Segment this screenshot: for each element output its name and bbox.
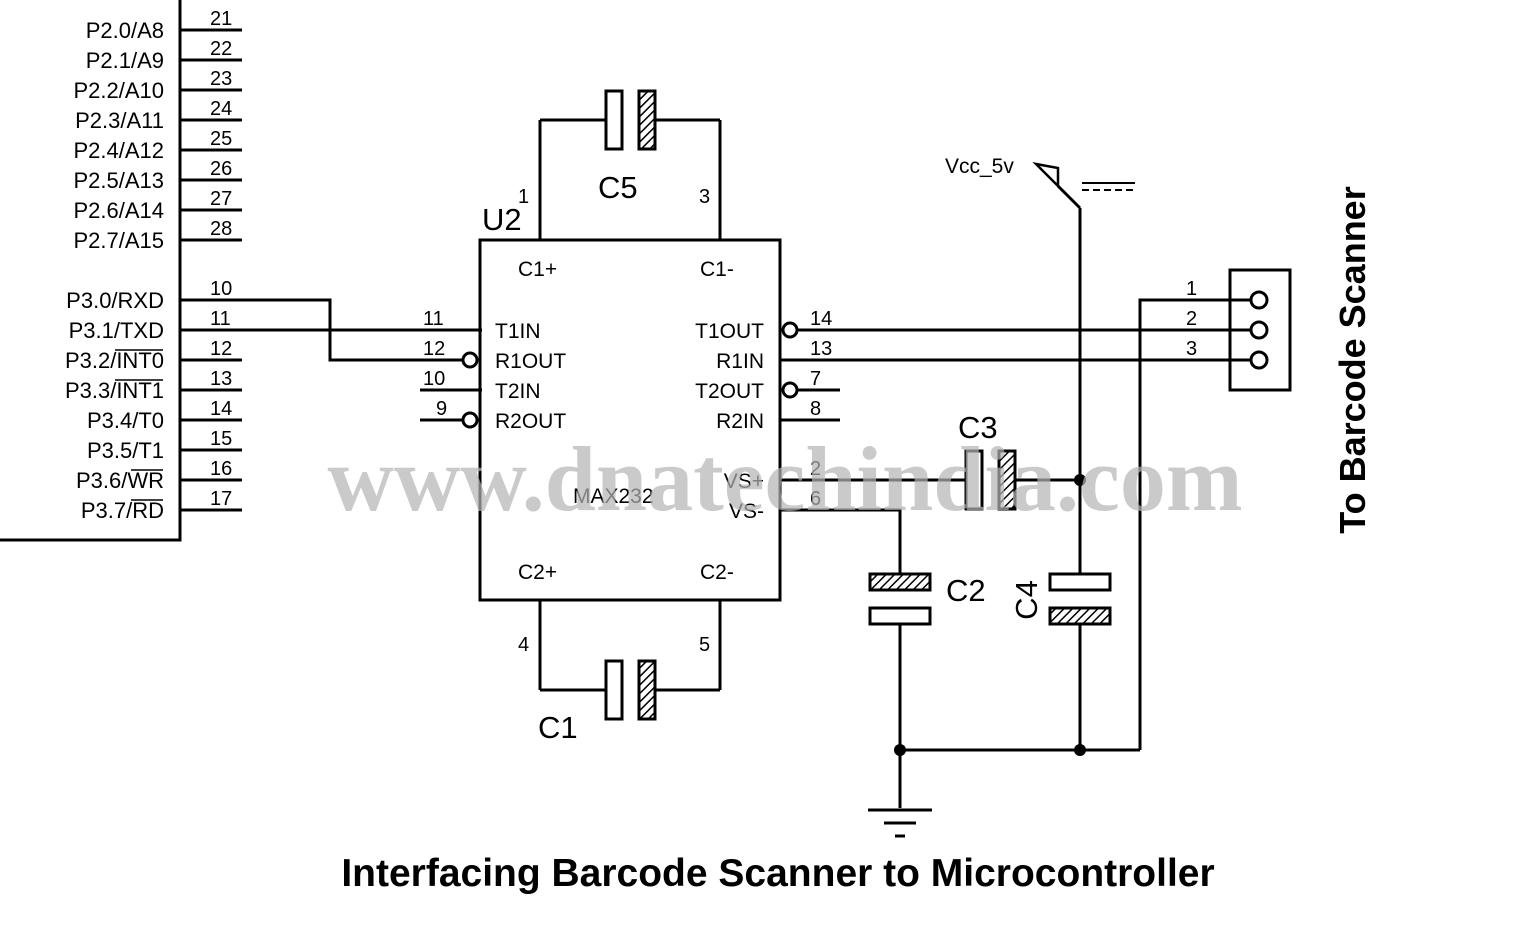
port2-pin-number: 26 xyxy=(210,158,232,180)
port3-pin-label: P3.7/RD xyxy=(81,498,164,523)
c2-label: C2 xyxy=(946,573,986,608)
connector-pin-number: 3 xyxy=(1186,338,1197,360)
port2-pin-label: P2.2/A10 xyxy=(73,78,164,103)
port2-pin-number: 22 xyxy=(210,38,232,60)
max232-pin-label: R1IN xyxy=(716,350,764,373)
max232-pin-number: 14 xyxy=(810,308,832,330)
connector-pin xyxy=(1249,320,1269,340)
port3-pin-label: P3.5/T1 xyxy=(87,438,164,463)
max232-pin-number: 10 xyxy=(423,368,445,390)
port3-pin-number: 17 xyxy=(210,488,232,510)
max232-pin-label: C1+ xyxy=(518,258,557,281)
capacitor-c5: C5 xyxy=(540,89,720,205)
max232-pin-number: 7 xyxy=(810,368,821,390)
max232-pin-label: T2OUT xyxy=(695,380,764,403)
port3-pin-number: 16 xyxy=(210,458,232,480)
port3-pin-label: P3.0/RXD xyxy=(66,288,164,313)
port2-pin-number: 28 xyxy=(210,218,232,240)
max232-pin-label: C2+ xyxy=(518,561,557,584)
inversion-bubble xyxy=(461,351,479,369)
inversion-bubble xyxy=(461,411,479,429)
c5-label: C5 xyxy=(598,170,638,205)
max232-pin-number: 6 xyxy=(810,488,821,510)
port3-pin-label: P3.4/T0 xyxy=(87,408,164,433)
side-label: To Barcode Scanner xyxy=(1332,186,1373,533)
port2-pin-number: 27 xyxy=(210,188,232,210)
port3-pin-number: 14 xyxy=(210,398,232,420)
port2-pin-label: P2.4/A12 xyxy=(73,138,164,163)
capacitor-c1: C1 xyxy=(538,659,720,745)
max232-pin-number: 1 xyxy=(518,186,529,208)
connector-pin-number: 1 xyxy=(1186,278,1197,300)
uart-wires xyxy=(180,298,482,362)
port3-pin-label: P3.3/INT1 xyxy=(65,378,164,403)
connector-pin xyxy=(1249,290,1269,310)
inversion-bubble xyxy=(781,381,799,399)
max232-pin-number: 13 xyxy=(810,338,832,360)
connector-pin-number: 2 xyxy=(1186,308,1197,330)
port2-pin-label: P2.7/A15 xyxy=(73,228,164,253)
port3-pin-number: 11 xyxy=(210,308,231,330)
port3-pin-label: P3.2/INT0 xyxy=(65,348,164,373)
junction-dot xyxy=(1074,474,1086,486)
max232-pin-label: T1OUT xyxy=(695,320,764,343)
max232-pin-number: 5 xyxy=(699,634,710,656)
c1-label: C1 xyxy=(538,710,578,745)
port2-pin-number: 23 xyxy=(210,68,232,90)
junction-dot xyxy=(1074,744,1086,756)
diagram-title: Interfacing Barcode Scanner to Microcont… xyxy=(341,852,1214,895)
scanner-connector xyxy=(1228,268,1292,392)
vcc-label: Vcc_5v xyxy=(945,155,1014,178)
max232-pin-label: T2IN xyxy=(495,380,541,403)
max232-part: MAX232 xyxy=(573,485,654,508)
ground-return-wire xyxy=(1138,298,1250,750)
max232-pin-number: 12 xyxy=(423,338,445,360)
vcc-supply: Vcc_5v xyxy=(945,155,1135,210)
max232-pin-label: T1IN xyxy=(495,320,541,343)
port2-pin-number: 25 xyxy=(210,128,232,150)
ground-network xyxy=(868,474,1140,838)
inversion-bubble xyxy=(781,321,799,339)
max232-ref: U2 xyxy=(482,202,522,237)
port2-pin-number: 24 xyxy=(210,98,232,120)
connector-pin xyxy=(1249,350,1269,370)
scanner-lines: 1 2 3 xyxy=(780,278,1250,750)
port3-pin-label: P3.6/WR xyxy=(76,468,164,493)
port2-pin-label: P2.6/A14 xyxy=(73,198,164,223)
port3-pin-label: P3.1/TXD xyxy=(69,318,164,343)
port2-pin-label: P2.3/A11 xyxy=(75,108,164,133)
c3-label: C3 xyxy=(958,410,998,445)
max232-pin-number: 8 xyxy=(810,398,821,420)
port2-pin-label: P2.5/A13 xyxy=(73,168,164,193)
port3-pin-number: 13 xyxy=(210,368,232,390)
max232-pin-number: 4 xyxy=(518,634,529,656)
max232-pin-label: VS+ xyxy=(724,470,764,493)
capacitor-c3: C3 xyxy=(780,410,1080,511)
max232-chip: U2 MAX232 C1+ C1- 1 3 C2+ C2- 4 5 T1IN R… xyxy=(420,120,840,690)
port3-pin-number: 12 xyxy=(210,338,232,360)
max232-pin-label: C2- xyxy=(700,561,734,584)
port2-pin-label: P2.1/A9 xyxy=(86,48,164,73)
port2-pin-number: 21 xyxy=(210,8,232,30)
max232-pin-label: VS- xyxy=(729,500,764,523)
junction-dot xyxy=(894,744,906,756)
port3-pin-number: 15 xyxy=(210,428,232,450)
max232-pin-label: R2IN xyxy=(716,410,764,433)
max232-pin-number: 3 xyxy=(699,186,710,208)
port3-pin-number: 10 xyxy=(210,278,232,300)
max232-pin-number: 2 xyxy=(810,458,821,480)
max232-pin-number: 11 xyxy=(423,308,444,330)
c4-label: C4 xyxy=(1009,580,1044,620)
max232-pin-label: C1- xyxy=(700,258,734,281)
capacitor-c2: C2 xyxy=(780,508,986,750)
port2-pins: P2.0/A8 P2.1/A9 P2.2/A10 P2.3/A11 P2.4/A… xyxy=(73,8,242,253)
max232-pin-label: R2OUT xyxy=(495,410,566,433)
max232-pin-number: 9 xyxy=(436,398,447,420)
watermark: www.dnatechindia.com xyxy=(328,428,1243,530)
max232-pin-label: R1OUT xyxy=(495,350,566,373)
port3-pins: P3.0/RXD P3.1/TXD P3.2/INT0 P3.3/INT1 P3… xyxy=(65,278,242,523)
capacitor-c4: C4 xyxy=(1009,208,1112,750)
port2-pin-label: P2.0/A8 xyxy=(86,18,164,43)
